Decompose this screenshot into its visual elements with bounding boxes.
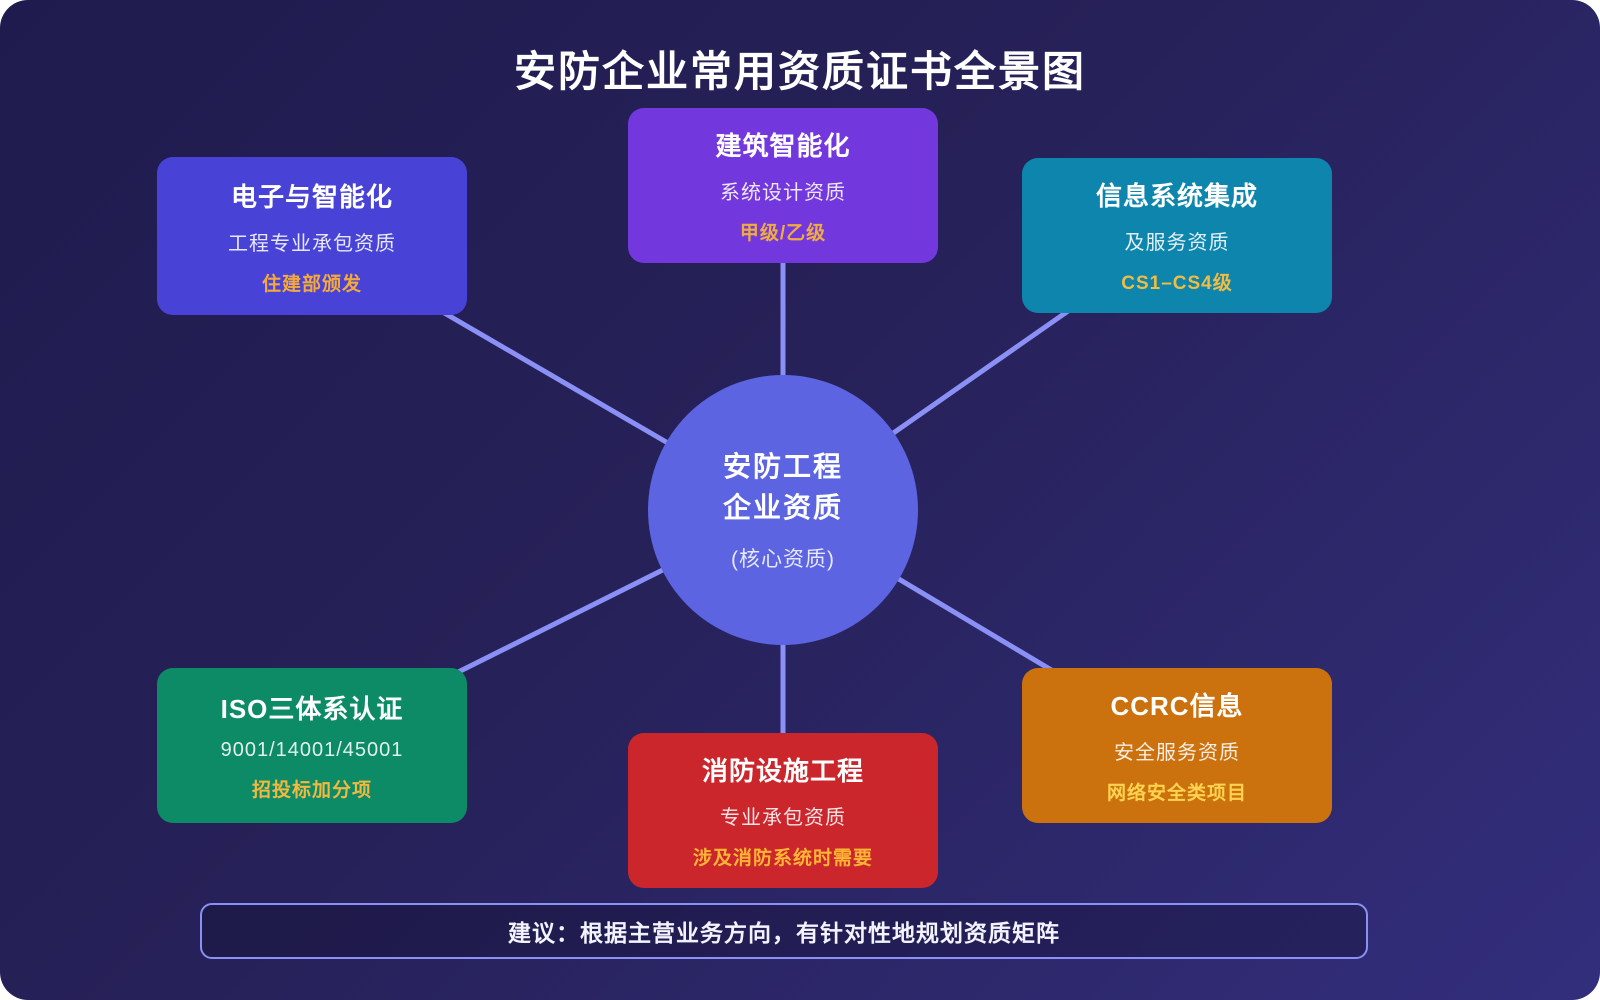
node-subtitle: 安全服务资质 bbox=[1114, 742, 1240, 764]
page-title: 安防企业常用资质证书全景图 bbox=[513, 48, 1086, 95]
node-note: 招投标加分项 bbox=[251, 780, 372, 801]
node-title: 建筑智能化 bbox=[715, 131, 851, 161]
node-title: ISO三体系认证 bbox=[220, 694, 404, 724]
node-note: 甲级/乙级 bbox=[739, 223, 827, 244]
advice-bar: 建议：根据主营业务方向，有针对性地规划资质矩阵 bbox=[200, 903, 1368, 959]
node-title: 信息系统集成 bbox=[1095, 181, 1258, 211]
node-ccrc-info-security: CCRC信息 安全服务资质 网络安全类项目 bbox=[1022, 668, 1332, 823]
node-title: 电子与智能化 bbox=[230, 181, 393, 212]
node-subtitle: 9001/14001/45001 bbox=[220, 739, 404, 761]
node-note: 涉及消防系统时需要 bbox=[692, 848, 873, 869]
node-note: 网络安全类项目 bbox=[1106, 783, 1247, 804]
node-info-system-integration: 信息系统集成 及服务资质 CS1–CS4级 bbox=[1022, 158, 1332, 313]
node-note: CS1–CS4级 bbox=[1121, 273, 1233, 294]
node-iso-certification: ISO三体系认证 9001/14001/45001 招投标加分项 bbox=[157, 668, 467, 823]
node-electronics-intelligence: 电子与智能化 工程专业承包资质 住建部颁发 bbox=[157, 157, 467, 315]
center-node-security-engineering: 安防工程 企业资质 (核心资质) bbox=[648, 375, 918, 645]
node-title: CCRC信息 bbox=[1110, 691, 1244, 721]
advice-text: 建议：根据主营业务方向，有针对性地规划资质矩阵 bbox=[508, 920, 1060, 946]
node-subtitle: 工程专业承包资质 bbox=[228, 232, 396, 255]
node-subtitle: 专业承包资质 bbox=[720, 807, 846, 829]
node-subtitle: 及服务资质 bbox=[1124, 232, 1230, 254]
center-subtitle: (核心资质) bbox=[731, 547, 835, 571]
node-subtitle: 系统设计资质 bbox=[720, 182, 846, 204]
node-building-intelligence: 建筑智能化 系统设计资质 甲级/乙级 bbox=[628, 108, 938, 263]
node-title: 消防设施工程 bbox=[701, 756, 864, 786]
center-title-line1: 安防工程 bbox=[722, 451, 843, 483]
node-fire-facilities: 消防设施工程 专业承包资质 涉及消防系统时需要 bbox=[628, 733, 938, 888]
center-title-line2: 企业资质 bbox=[722, 492, 843, 523]
node-note: 住建部颁发 bbox=[261, 273, 362, 295]
